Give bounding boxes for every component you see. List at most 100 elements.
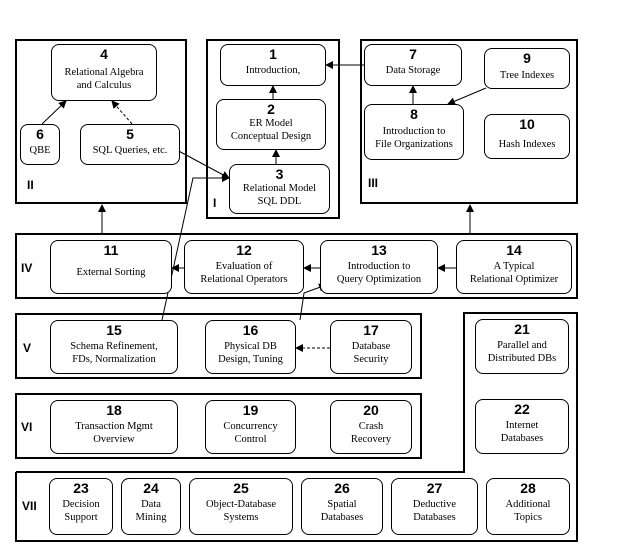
node-14-number: 14 bbox=[506, 242, 522, 258]
node-18-line1: Transaction Mgmt bbox=[75, 421, 153, 432]
node-4-number: 4 bbox=[100, 46, 108, 62]
node-15: 15 Schema Refinement, FDs, Normalization bbox=[50, 320, 178, 374]
node-20-line1: Crash bbox=[358, 421, 384, 432]
group-I bbox=[206, 39, 340, 219]
node-3-line2: SQL DDL bbox=[257, 196, 302, 207]
node-26: 26 Spatial Databases bbox=[301, 478, 383, 535]
node-11: 11 External Sorting bbox=[50, 240, 172, 294]
node-13: 13 Introduction to Query Optimization bbox=[320, 240, 438, 294]
node-27: 27 Deductive Databases bbox=[391, 478, 478, 535]
node-6: 6 QBE bbox=[20, 124, 60, 165]
node-23-number: 23 bbox=[73, 480, 89, 496]
node-28-line2: Topics bbox=[514, 512, 542, 523]
node-17-line2: Security bbox=[353, 354, 389, 365]
node-14: 14 A Typical Relational Optimizer bbox=[456, 240, 572, 294]
node-8-line2: File Organizations bbox=[375, 139, 453, 150]
node-13-line2: Query Optimization bbox=[336, 274, 422, 285]
group-V bbox=[15, 313, 422, 379]
node-21-line1: Parallel and bbox=[497, 340, 547, 351]
node-13-number: 13 bbox=[371, 242, 387, 258]
node-11-label: External Sorting bbox=[76, 267, 146, 278]
node-10-label: Hash Indexes bbox=[498, 139, 556, 150]
node-26-number: 26 bbox=[334, 480, 350, 496]
group-IV bbox=[15, 233, 578, 299]
edge-16-to-13 bbox=[299, 283, 327, 321]
node-9-number: 9 bbox=[523, 50, 531, 66]
group-II bbox=[15, 39, 187, 204]
node-19-line1: Concurrency bbox=[223, 421, 278, 432]
edge-6-to-4 bbox=[41, 100, 67, 125]
group-label-VI: VI bbox=[21, 420, 33, 434]
node-7-number: 7 bbox=[409, 46, 417, 62]
node-3-line1: Relational Model bbox=[242, 183, 317, 194]
node-1-number: 1 bbox=[269, 46, 277, 62]
node-12: 12 Evaluation of Relational Operators bbox=[184, 240, 304, 294]
group-VII-outline bbox=[15, 312, 578, 542]
node-19: 19 Concurrency Control bbox=[205, 400, 296, 454]
node-9-label: Tree Indexes bbox=[499, 70, 555, 81]
node-19-line2: Control bbox=[234, 434, 267, 445]
node-21: 21 Parallel and Distributed DBs bbox=[475, 319, 569, 374]
node-25-number: 25 bbox=[233, 480, 249, 496]
node-28-number: 28 bbox=[520, 480, 536, 496]
node-2: 2 ER Model Conceptual Design bbox=[216, 99, 326, 150]
node-19-number: 19 bbox=[242, 402, 259, 418]
node-17-number: 17 bbox=[363, 322, 379, 338]
node-2-line2: Conceptual Design bbox=[230, 131, 312, 142]
node-26-line1: Spatial bbox=[327, 499, 357, 510]
node-14-line1: A Typical bbox=[493, 261, 535, 272]
node-12-number: 12 bbox=[236, 242, 252, 258]
node-25-line2: Systems bbox=[223, 512, 259, 523]
node-22-line1: Internet bbox=[505, 420, 539, 431]
group-label-III: III bbox=[368, 176, 379, 190]
node-24: 24 Data Mining bbox=[121, 478, 181, 535]
edge-15-to-3 bbox=[161, 174, 230, 321]
group-label-IV: IV bbox=[21, 261, 33, 275]
node-18-number: 18 bbox=[106, 402, 122, 418]
node-23-line2: Support bbox=[64, 512, 98, 523]
node-26-line2: Databases bbox=[320, 512, 364, 523]
node-23: 23 Decision Support bbox=[49, 478, 113, 535]
node-12-line2: Relational Operators bbox=[200, 274, 288, 285]
node-8-line1: Introduction to bbox=[382, 126, 446, 137]
node-27-line1: Deductive bbox=[412, 499, 457, 510]
node-18-line2: Overview bbox=[93, 434, 135, 445]
node-12-line1: Evaluation of bbox=[215, 261, 273, 272]
node-20-number: 20 bbox=[363, 402, 379, 418]
node-21-line2: Distributed DBs bbox=[487, 353, 557, 364]
node-6-label: QBE bbox=[29, 145, 51, 156]
group-label-VII: VII bbox=[22, 499, 37, 513]
node-16-line1: Physical DB bbox=[224, 341, 277, 352]
node-15-number: 15 bbox=[106, 322, 122, 338]
node-11-number: 11 bbox=[103, 242, 119, 258]
node-22: 22 Internet Databases bbox=[475, 399, 569, 454]
node-13-line1: Introduction to bbox=[347, 261, 411, 272]
node-16: 16 Physical DB Design, Tuning bbox=[205, 320, 296, 374]
node-21-number: 21 bbox=[514, 321, 530, 337]
node-4-line2: and Calculus bbox=[76, 80, 132, 91]
edge-9-to-8 bbox=[447, 87, 487, 105]
node-8: 8 Introduction to File Organizations bbox=[364, 104, 464, 160]
node-16-line2: Design, Tuning bbox=[218, 354, 283, 365]
node-27-number: 27 bbox=[426, 480, 443, 496]
node-24-line2: Mining bbox=[135, 512, 167, 523]
node-5-number: 5 bbox=[126, 126, 134, 142]
node-5: 5 SQL Queries, etc. bbox=[80, 124, 180, 165]
node-9: 9 Tree Indexes bbox=[484, 48, 570, 89]
node-16-number: 16 bbox=[242, 322, 259, 338]
node-3-number: 3 bbox=[275, 166, 284, 182]
group-VI bbox=[15, 393, 422, 459]
node-4-line1: Relational Algebra bbox=[64, 67, 144, 78]
node-27-line2: Databases bbox=[413, 512, 456, 523]
node-4: 4 Relational Algebra and Calculus bbox=[51, 44, 157, 101]
node-28: 28 Additional Topics bbox=[486, 478, 570, 535]
node-2-line1: ER Model bbox=[249, 118, 293, 129]
node-15-line1: Schema Refinement, bbox=[70, 341, 158, 352]
group-label-II: II bbox=[27, 178, 34, 192]
node-5-label: SQL Queries, etc. bbox=[92, 145, 168, 156]
group-label-V: V bbox=[23, 341, 32, 355]
node-1-label: Introduction, bbox=[245, 65, 301, 76]
node-22-line2: Databases bbox=[500, 433, 544, 444]
